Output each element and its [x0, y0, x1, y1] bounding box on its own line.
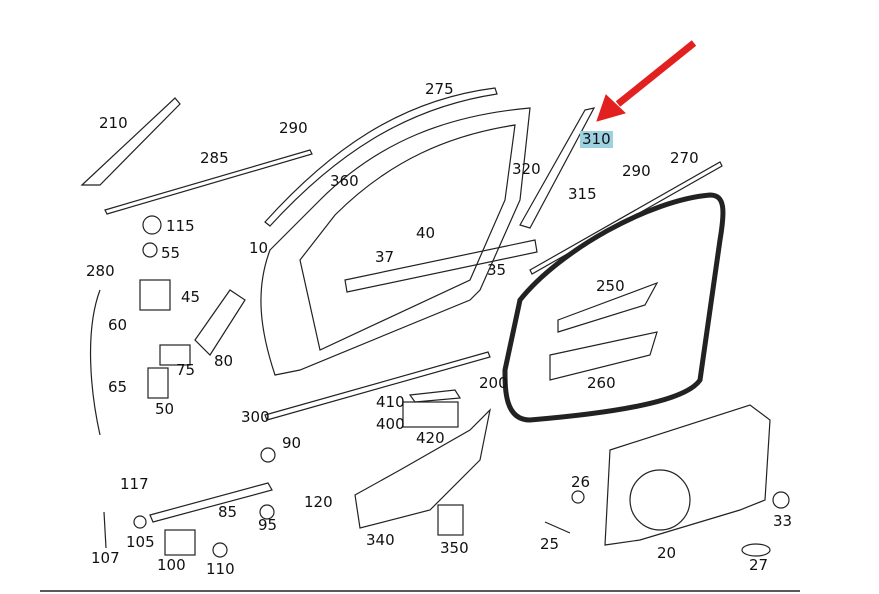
label-95: 95: [258, 516, 278, 534]
part-50: [147, 367, 169, 399]
label-107: 107: [91, 549, 120, 567]
label-55: 55: [161, 244, 181, 262]
part-45: [139, 279, 171, 311]
part-310: [519, 107, 596, 229]
label-35: 35: [487, 261, 507, 279]
part-55: [142, 242, 158, 258]
part-210: [80, 97, 181, 186]
label-20: 20: [657, 544, 677, 562]
label-250: 250: [596, 277, 625, 295]
part-340: [354, 408, 491, 529]
part-20: [604, 404, 771, 546]
label-26: 26: [571, 473, 591, 491]
label-260: 260: [587, 374, 616, 392]
part-280: [89, 289, 101, 436]
label-275: 275: [425, 80, 454, 98]
label-270: 270: [670, 149, 699, 167]
label-285: 285: [200, 149, 229, 167]
label-280: 280: [86, 262, 115, 280]
part-115: [142, 215, 162, 235]
label-290: 290: [279, 119, 308, 137]
label-65: 65: [108, 378, 128, 396]
label-300: 300: [241, 408, 270, 426]
part-105: [133, 515, 147, 529]
part-260: [549, 331, 658, 381]
label-50: 50: [155, 400, 175, 418]
part-270: [529, 161, 723, 275]
label-33: 33: [773, 512, 793, 530]
label-45: 45: [181, 288, 201, 306]
label-37: 37: [375, 248, 395, 266]
label-315: 315: [568, 185, 597, 203]
part-400: [402, 401, 459, 428]
label-25: 25: [540, 535, 560, 553]
part-200: [502, 192, 726, 423]
label-117: 117: [120, 475, 149, 493]
label-410: 410: [376, 393, 405, 411]
part-90: [260, 447, 276, 463]
label-120: 120: [304, 493, 333, 511]
part-35: [344, 239, 538, 293]
label-210: 210: [99, 114, 128, 132]
part-33: [772, 491, 790, 509]
label-105: 105: [126, 533, 155, 551]
part-410: [408, 389, 462, 403]
part-75: [159, 344, 191, 366]
label-400: 400: [376, 415, 405, 433]
label-10: 10: [249, 239, 269, 257]
part-275: [264, 87, 498, 227]
part-25: [544, 521, 571, 534]
part-250: [557, 281, 659, 333]
label-100: 100: [157, 556, 186, 574]
label-360: 360: [330, 172, 359, 190]
label-27: 27: [749, 556, 769, 574]
label-115: 115: [166, 217, 195, 235]
part-350: [437, 504, 464, 536]
label-350: 350: [440, 539, 469, 557]
label-340: 340: [366, 531, 395, 549]
label-80: 80: [214, 352, 234, 370]
part-27: [741, 543, 771, 557]
part-100: [164, 529, 196, 556]
label-200: 200: [479, 374, 508, 392]
part-85: [149, 482, 273, 523]
part-10-door-shell: [260, 107, 531, 376]
part-26: [571, 490, 585, 504]
part-80: [194, 289, 246, 356]
part-107: [103, 511, 107, 549]
part-300: [264, 351, 491, 421]
label-75: 75: [176, 361, 196, 379]
label-320: 320: [512, 160, 541, 178]
label-60: 60: [108, 316, 128, 334]
label-90: 90: [282, 434, 302, 452]
part-95: [259, 504, 275, 520]
part-110: [212, 542, 228, 558]
label-40: 40: [416, 224, 436, 242]
label-420: 420: [416, 429, 445, 447]
label-290-b: 290: [622, 162, 651, 180]
red-arrow-icon: [596, 40, 697, 122]
label-85: 85: [218, 503, 238, 521]
label-110: 110: [206, 560, 235, 578]
label-310-highlighted: 310: [580, 130, 613, 148]
part-285: [104, 149, 313, 215]
